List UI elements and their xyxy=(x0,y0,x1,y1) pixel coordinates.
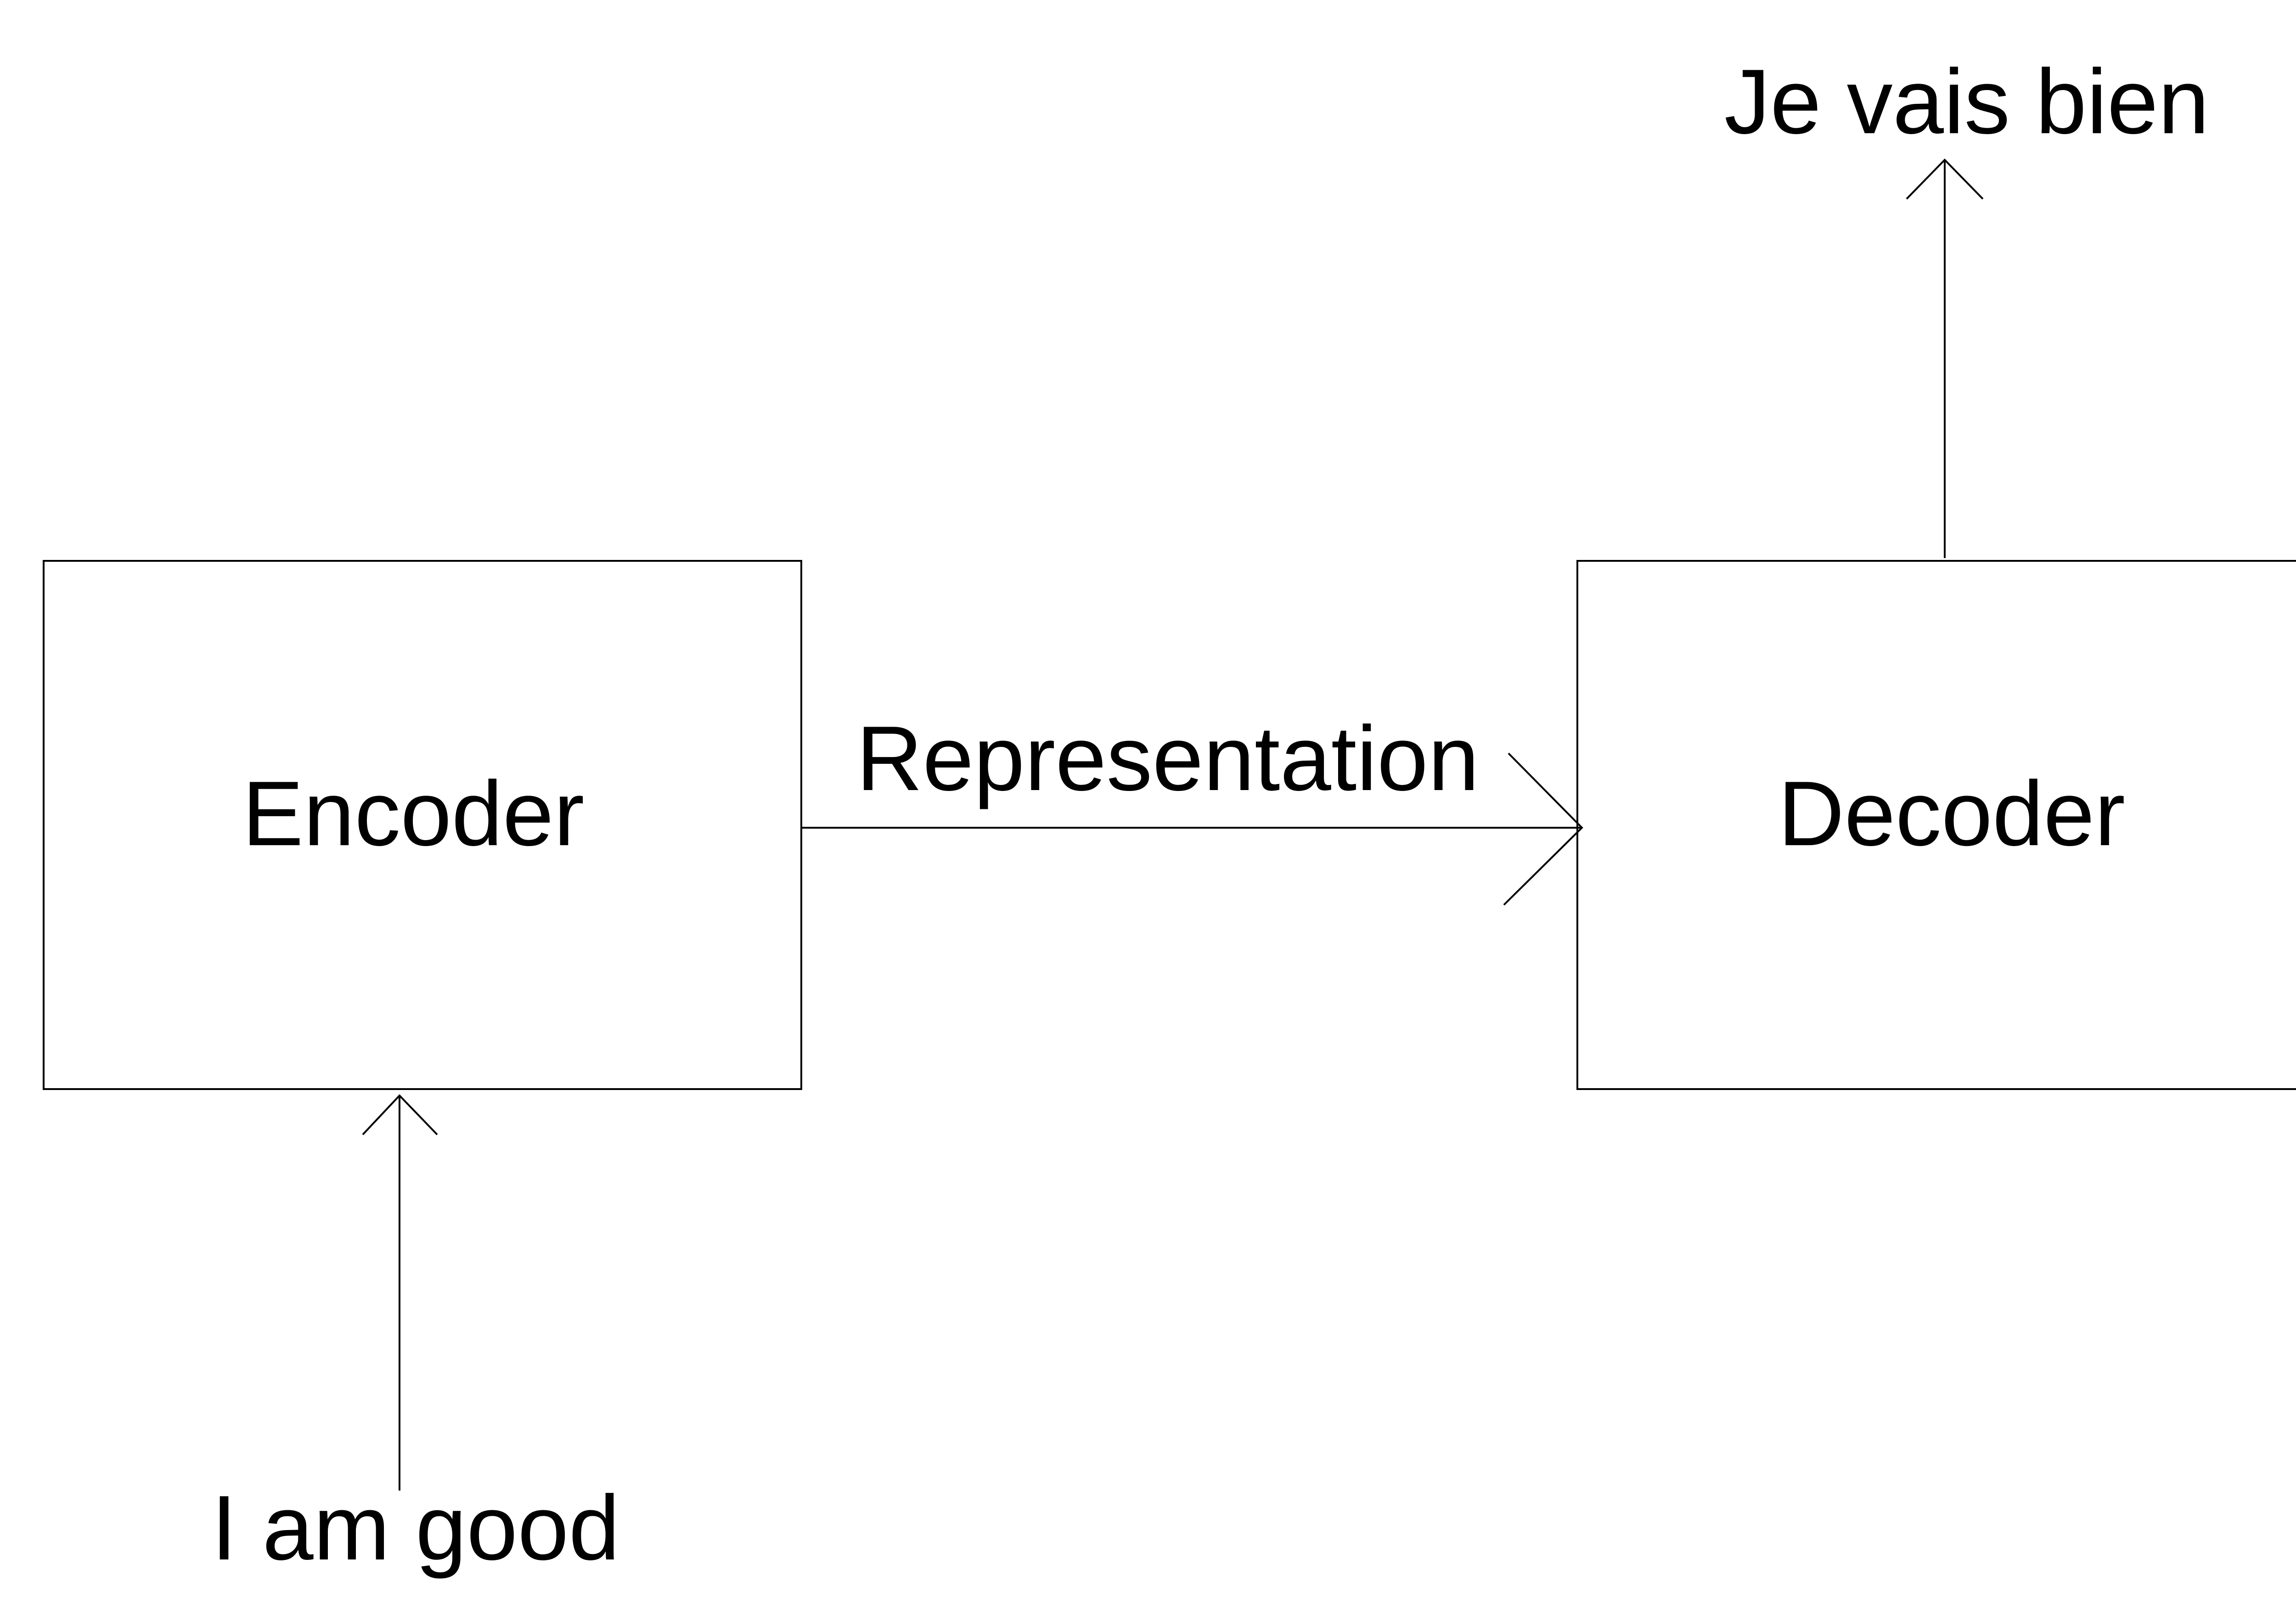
representation-arrowhead xyxy=(1503,752,1583,906)
representation-arrow xyxy=(802,752,1583,906)
representation-label: Representation xyxy=(856,707,1479,810)
decoder-node: Decoder xyxy=(1576,560,2296,1090)
decoder-label: Decoder xyxy=(1778,762,2125,865)
output-arrow xyxy=(1906,158,1984,558)
encoder-node: Encoder xyxy=(43,560,802,1090)
output-text: Je vais bien xyxy=(1724,51,2209,153)
input-arrow xyxy=(362,1094,438,1491)
output-arrowhead xyxy=(1906,158,1984,200)
encoder-label: Encoder xyxy=(242,762,585,865)
decoder-box xyxy=(1576,560,2296,1090)
input-text: I am good xyxy=(211,1477,619,1579)
encoder-box xyxy=(43,560,802,1090)
input-arrowhead xyxy=(362,1094,438,1135)
